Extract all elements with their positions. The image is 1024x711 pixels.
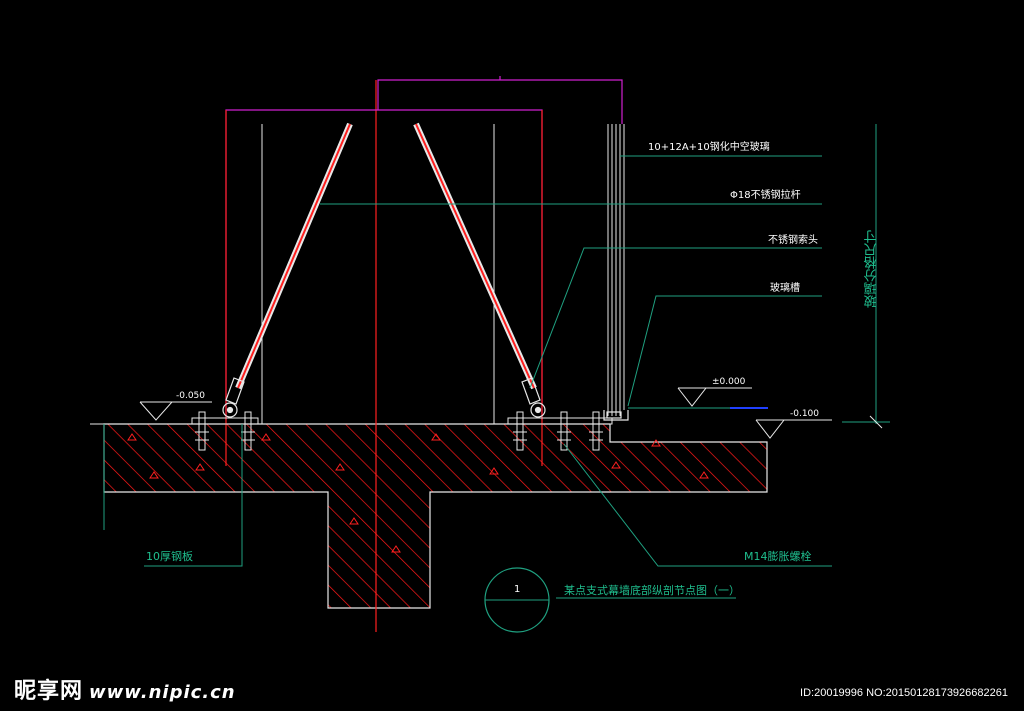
red-verticals	[225, 110, 543, 466]
base-plate-left	[191, 417, 259, 425]
label-elev-left: -0.050	[176, 391, 205, 401]
label-rod: Φ18不锈钢拉杆	[730, 188, 801, 201]
glass-slot	[603, 410, 629, 421]
vertical-dimension	[842, 124, 890, 429]
tension-rod-right	[413, 122, 537, 390]
label-clamp: 不锈钢索头	[768, 233, 818, 246]
label-plate: 10厚钢板	[146, 549, 193, 563]
anchor-bolts	[195, 411, 603, 451]
rod-end-left	[222, 377, 245, 418]
white-verticals	[261, 124, 495, 424]
watermark-id: ID:20019996 NO:20150128173926682261	[800, 687, 1008, 699]
anchor-bolt	[195, 411, 209, 451]
elevation-mark-right	[755, 419, 832, 439]
anchor-bolt	[513, 411, 527, 451]
leader-lines	[144, 155, 832, 599]
anchor-bolt	[557, 411, 571, 451]
watermark-site: www.nipic.cn	[89, 682, 236, 703]
label-glass: 10+12A+10钢化中空玻璃	[648, 140, 770, 153]
elevation-mark-left	[139, 401, 212, 421]
watermark-logo-text: 昵享网	[14, 679, 84, 704]
concrete-slab	[90, 423, 768, 609]
label-detail-title: 某点支式幕墙底部纵剖节点图（一）	[564, 583, 740, 597]
elevation-mark-zero	[628, 387, 768, 409]
anchor-bolt	[589, 411, 603, 451]
base-plate-right	[507, 417, 613, 425]
label-elev-zero: ±0.000	[712, 377, 746, 387]
glass-pane	[607, 124, 625, 416]
anchor-bolt	[241, 411, 255, 451]
label-bolt: M14膨胀螺栓	[744, 549, 812, 563]
aggregate-marks	[127, 433, 709, 553]
tension-rod-left	[235, 122, 353, 390]
label-vertical-dim: 玻璃分格尺寸	[864, 230, 880, 308]
label-elev-right: -0.100	[790, 409, 819, 419]
label-detail-number: 1	[514, 584, 520, 595]
label-slot: 玻璃槽	[770, 281, 800, 294]
detail-callout	[484, 567, 550, 633]
rod-end-right	[521, 377, 546, 418]
top-frame	[225, 76, 623, 420]
